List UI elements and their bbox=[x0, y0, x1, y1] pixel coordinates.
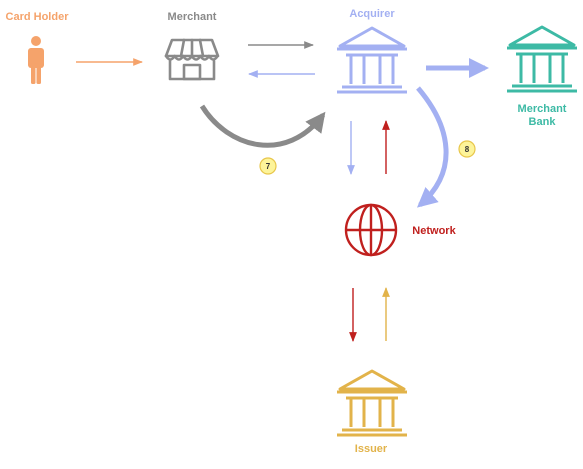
person-icon bbox=[28, 36, 44, 84]
bank-icon bbox=[337, 26, 407, 94]
step-7-badge: 7 bbox=[259, 157, 277, 175]
globe-icon bbox=[344, 203, 398, 257]
merchant-bank-label-line1: Merchant bbox=[517, 103, 567, 115]
network-label: Network bbox=[412, 225, 456, 237]
merchant-bank-label-line2: Bank bbox=[528, 116, 556, 128]
bank-icon bbox=[507, 25, 577, 93]
card-holder-label: Card Holder bbox=[5, 11, 69, 23]
step-8-number: 8 bbox=[465, 145, 470, 154]
merchant-label: Merchant bbox=[167, 11, 217, 23]
storefront-icon bbox=[164, 38, 220, 81]
arrow-step8-curve bbox=[416, 86, 449, 208]
merchant-bank-label: Merchant Bank bbox=[512, 103, 572, 129]
step-7-number: 7 bbox=[266, 162, 271, 171]
bank-icon bbox=[337, 369, 407, 437]
arrow-step7-curve bbox=[199, 104, 326, 148]
acquirer-label: Acquirer bbox=[349, 8, 395, 20]
step-8-badge: 8 bbox=[458, 140, 476, 158]
issuer-label: Issuer bbox=[354, 443, 388, 455]
